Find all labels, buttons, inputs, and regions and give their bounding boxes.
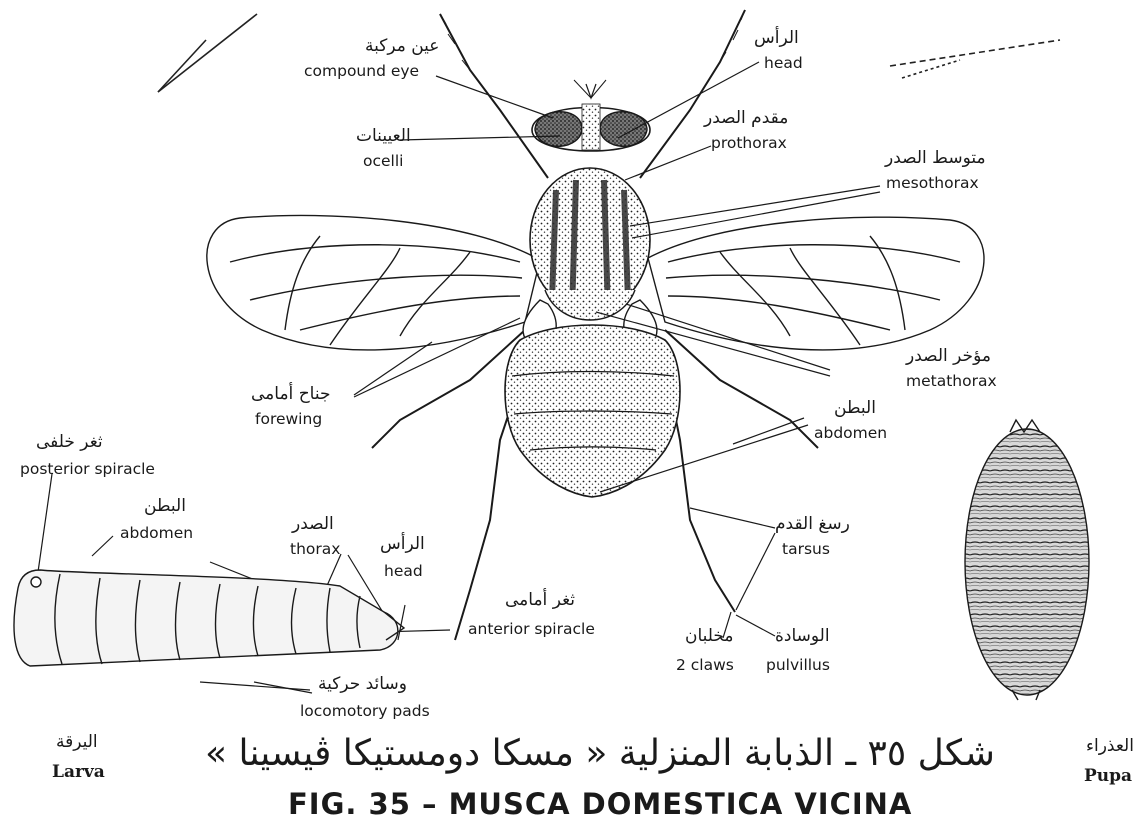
- label-claws-en: 2 claws: [676, 658, 734, 674]
- label-larva-caption-ar: اليرقة: [56, 734, 98, 751]
- label-metathorax-ar: مؤخر الصدر: [906, 348, 991, 365]
- label-locomotory-pads-ar: وسائد حركية: [318, 676, 407, 693]
- label-posterior-spiracle-ar: ثغر خلفى: [36, 434, 103, 451]
- label-pupa-caption-en: Pupa: [1084, 768, 1132, 785]
- label-head-en: head: [764, 56, 803, 72]
- label-compound-eye-ar: عين مركبة: [365, 38, 439, 55]
- front-leg-left: [440, 14, 548, 178]
- label-anterior-spiracle-ar: ثغر أمامى: [505, 592, 575, 609]
- label-larva-abdomen-en: abdomen: [120, 526, 193, 542]
- label-thorax-ar: الصدر: [292, 516, 334, 533]
- compound-eye-left: [535, 112, 582, 147]
- label-abdomen-ar: البطن: [834, 400, 876, 417]
- label-forewing-en: forewing: [255, 412, 322, 428]
- larva-drawing: [14, 570, 404, 666]
- label-ocelli-en: ocelli: [363, 154, 403, 170]
- label-posterior-spiracle-en: posterior spiracle: [20, 462, 155, 478]
- stray-pen-marks: [158, 14, 1060, 92]
- label-prothorax-en: prothorax: [711, 136, 787, 152]
- label-prothorax-ar: مقدم الصدر: [704, 110, 788, 127]
- label-pulvillus-ar: الوسادة: [775, 628, 830, 645]
- label-larva-head-en: head: [384, 564, 423, 580]
- figure-caption-en: FIG. 35 – MUSCA DOMESTICA VICINA: [288, 790, 912, 819]
- label-mesothorax-en: mesothorax: [886, 176, 979, 192]
- label-abdomen-en: abdomen: [814, 426, 887, 442]
- label-larva-abdomen-ar: البطن: [144, 498, 186, 515]
- pupa-drawing: [965, 420, 1089, 700]
- compound-eye-right: [600, 112, 647, 147]
- label-thorax-en: thorax: [290, 542, 340, 558]
- label-forewing-ar: جناح أمامى: [251, 386, 330, 403]
- label-tarsus-ar: رسغ القدم: [775, 516, 850, 533]
- label-compound-eye-en: compound eye: [304, 64, 419, 80]
- label-pupa-caption-ar: العذراء: [1086, 738, 1134, 755]
- label-claws-ar: مخلبان: [685, 628, 734, 645]
- label-mesothorax-ar: متوسط الصدر: [885, 150, 986, 167]
- label-pulvillus-en: pulvillus: [766, 658, 830, 674]
- right-wing: [648, 217, 984, 350]
- label-larva-head-ar: الرأس: [380, 536, 425, 553]
- label-ocelli-ar: العيينات: [356, 128, 411, 145]
- label-larva-caption-en: Larva: [52, 764, 105, 781]
- label-tarsus-en: tarsus: [782, 542, 830, 558]
- label-anterior-spiracle-en: anterior spiracle: [468, 622, 595, 638]
- label-metathorax-en: metathorax: [906, 374, 997, 390]
- label-head-ar: الرأس: [754, 30, 799, 47]
- figure-caption-ar: شكل ٣٥ ـ الذبابة المنزلية « مسكا دومستيك…: [205, 736, 995, 772]
- left-wing: [207, 215, 540, 350]
- label-locomotory-pads-en: locomotory pads: [300, 704, 430, 720]
